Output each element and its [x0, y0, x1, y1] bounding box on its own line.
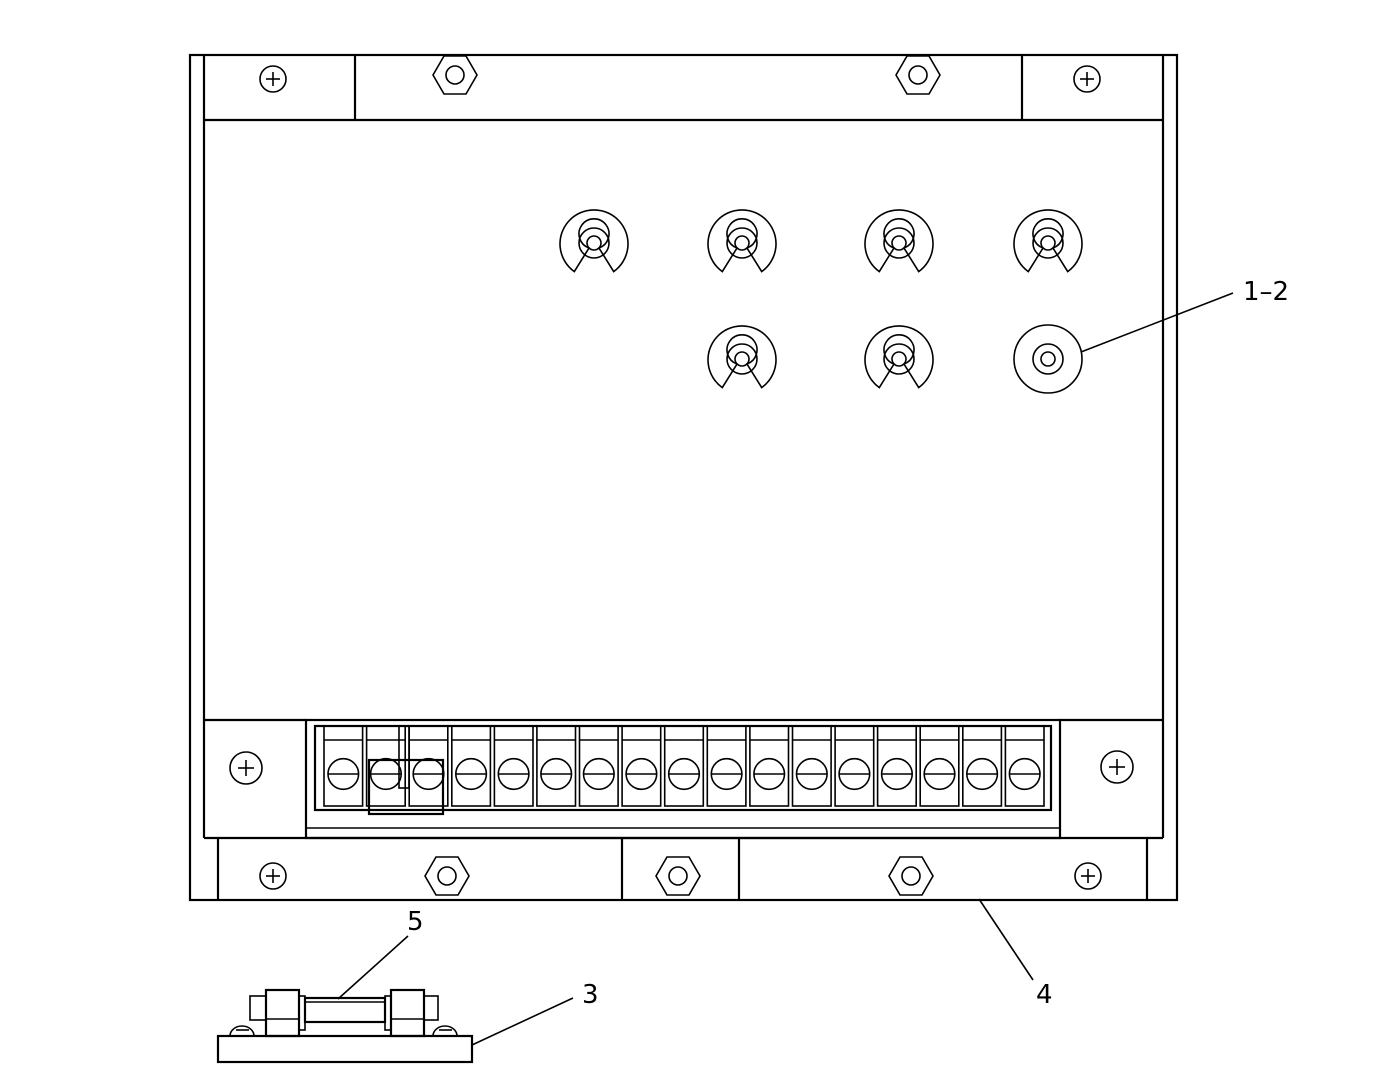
hex-nut-icon	[432, 55, 478, 95]
terminal-screw-icon	[578, 725, 619, 807]
stud-terminal-icon	[1013, 324, 1083, 394]
terminal-screw-icon	[536, 725, 577, 807]
terminal-screw-icon	[791, 725, 832, 807]
callout-4: 4	[1036, 980, 1053, 1010]
plus-screw-icon	[259, 65, 287, 93]
hex-nut-icon	[888, 856, 934, 896]
stud-terminal-icon	[864, 209, 934, 273]
jumper-bar	[367, 725, 445, 816]
terminal-screw-icon	[493, 725, 534, 807]
terminal-screw-icon	[621, 725, 662, 807]
fuse-assembly	[216, 988, 474, 1064]
stud-terminal-icon	[864, 325, 934, 389]
leader-line-4	[978, 898, 1034, 981]
terminal-screws	[323, 725, 1045, 807]
plus-screw-icon	[1073, 65, 1101, 93]
stud-terminal-icon	[1013, 209, 1083, 273]
callout-3: 3	[582, 980, 599, 1010]
terminal-screw-icon	[961, 725, 1003, 807]
terminal-screw-icon	[876, 725, 917, 807]
terminal-screw-icon	[834, 725, 875, 807]
fuse-clip-left	[249, 988, 306, 1038]
fuse-cartridge	[303, 996, 387, 1024]
terminal-screw-icon	[749, 725, 790, 807]
leader-line-5	[337, 935, 409, 1000]
stud-terminal-icon	[559, 209, 629, 273]
fuse-clip-right	[384, 988, 439, 1038]
terminal-screw-icon	[323, 725, 364, 807]
terminal-block	[304, 718, 1062, 840]
screws	[229, 65, 1134, 890]
stud-terminal-icon	[707, 325, 777, 389]
callout-1-2: 1–2	[1243, 277, 1289, 307]
plus-screw-icon	[1100, 750, 1134, 784]
stud-terminal-icon	[707, 209, 777, 273]
screw-head-icon	[432, 1025, 458, 1037]
screw-head-icon	[229, 1025, 255, 1037]
callout-labels: 1–2 5 3 4	[407, 277, 1289, 1010]
terminal-screw-icon	[450, 725, 492, 807]
terminal-screw-icon	[1004, 725, 1045, 807]
hex-nut-icon	[895, 55, 941, 95]
hex-nut-icon	[424, 856, 470, 896]
leader-line-1-2	[1080, 292, 1234, 353]
terminal-screw-icon	[919, 725, 960, 807]
leader-lines	[337, 292, 1234, 1046]
hex-nut-icon	[655, 856, 701, 896]
terminal-screw-icon	[706, 725, 747, 807]
leader-line-3	[471, 997, 574, 1046]
plus-screw-icon	[229, 751, 263, 785]
plus-screw-icon	[259, 862, 287, 890]
plus-screw-icon	[1074, 862, 1102, 890]
stud-terminals	[559, 209, 1083, 394]
callout-5: 5	[407, 907, 424, 937]
hex-nuts	[424, 55, 941, 896]
terminal-screw-icon	[663, 725, 705, 807]
